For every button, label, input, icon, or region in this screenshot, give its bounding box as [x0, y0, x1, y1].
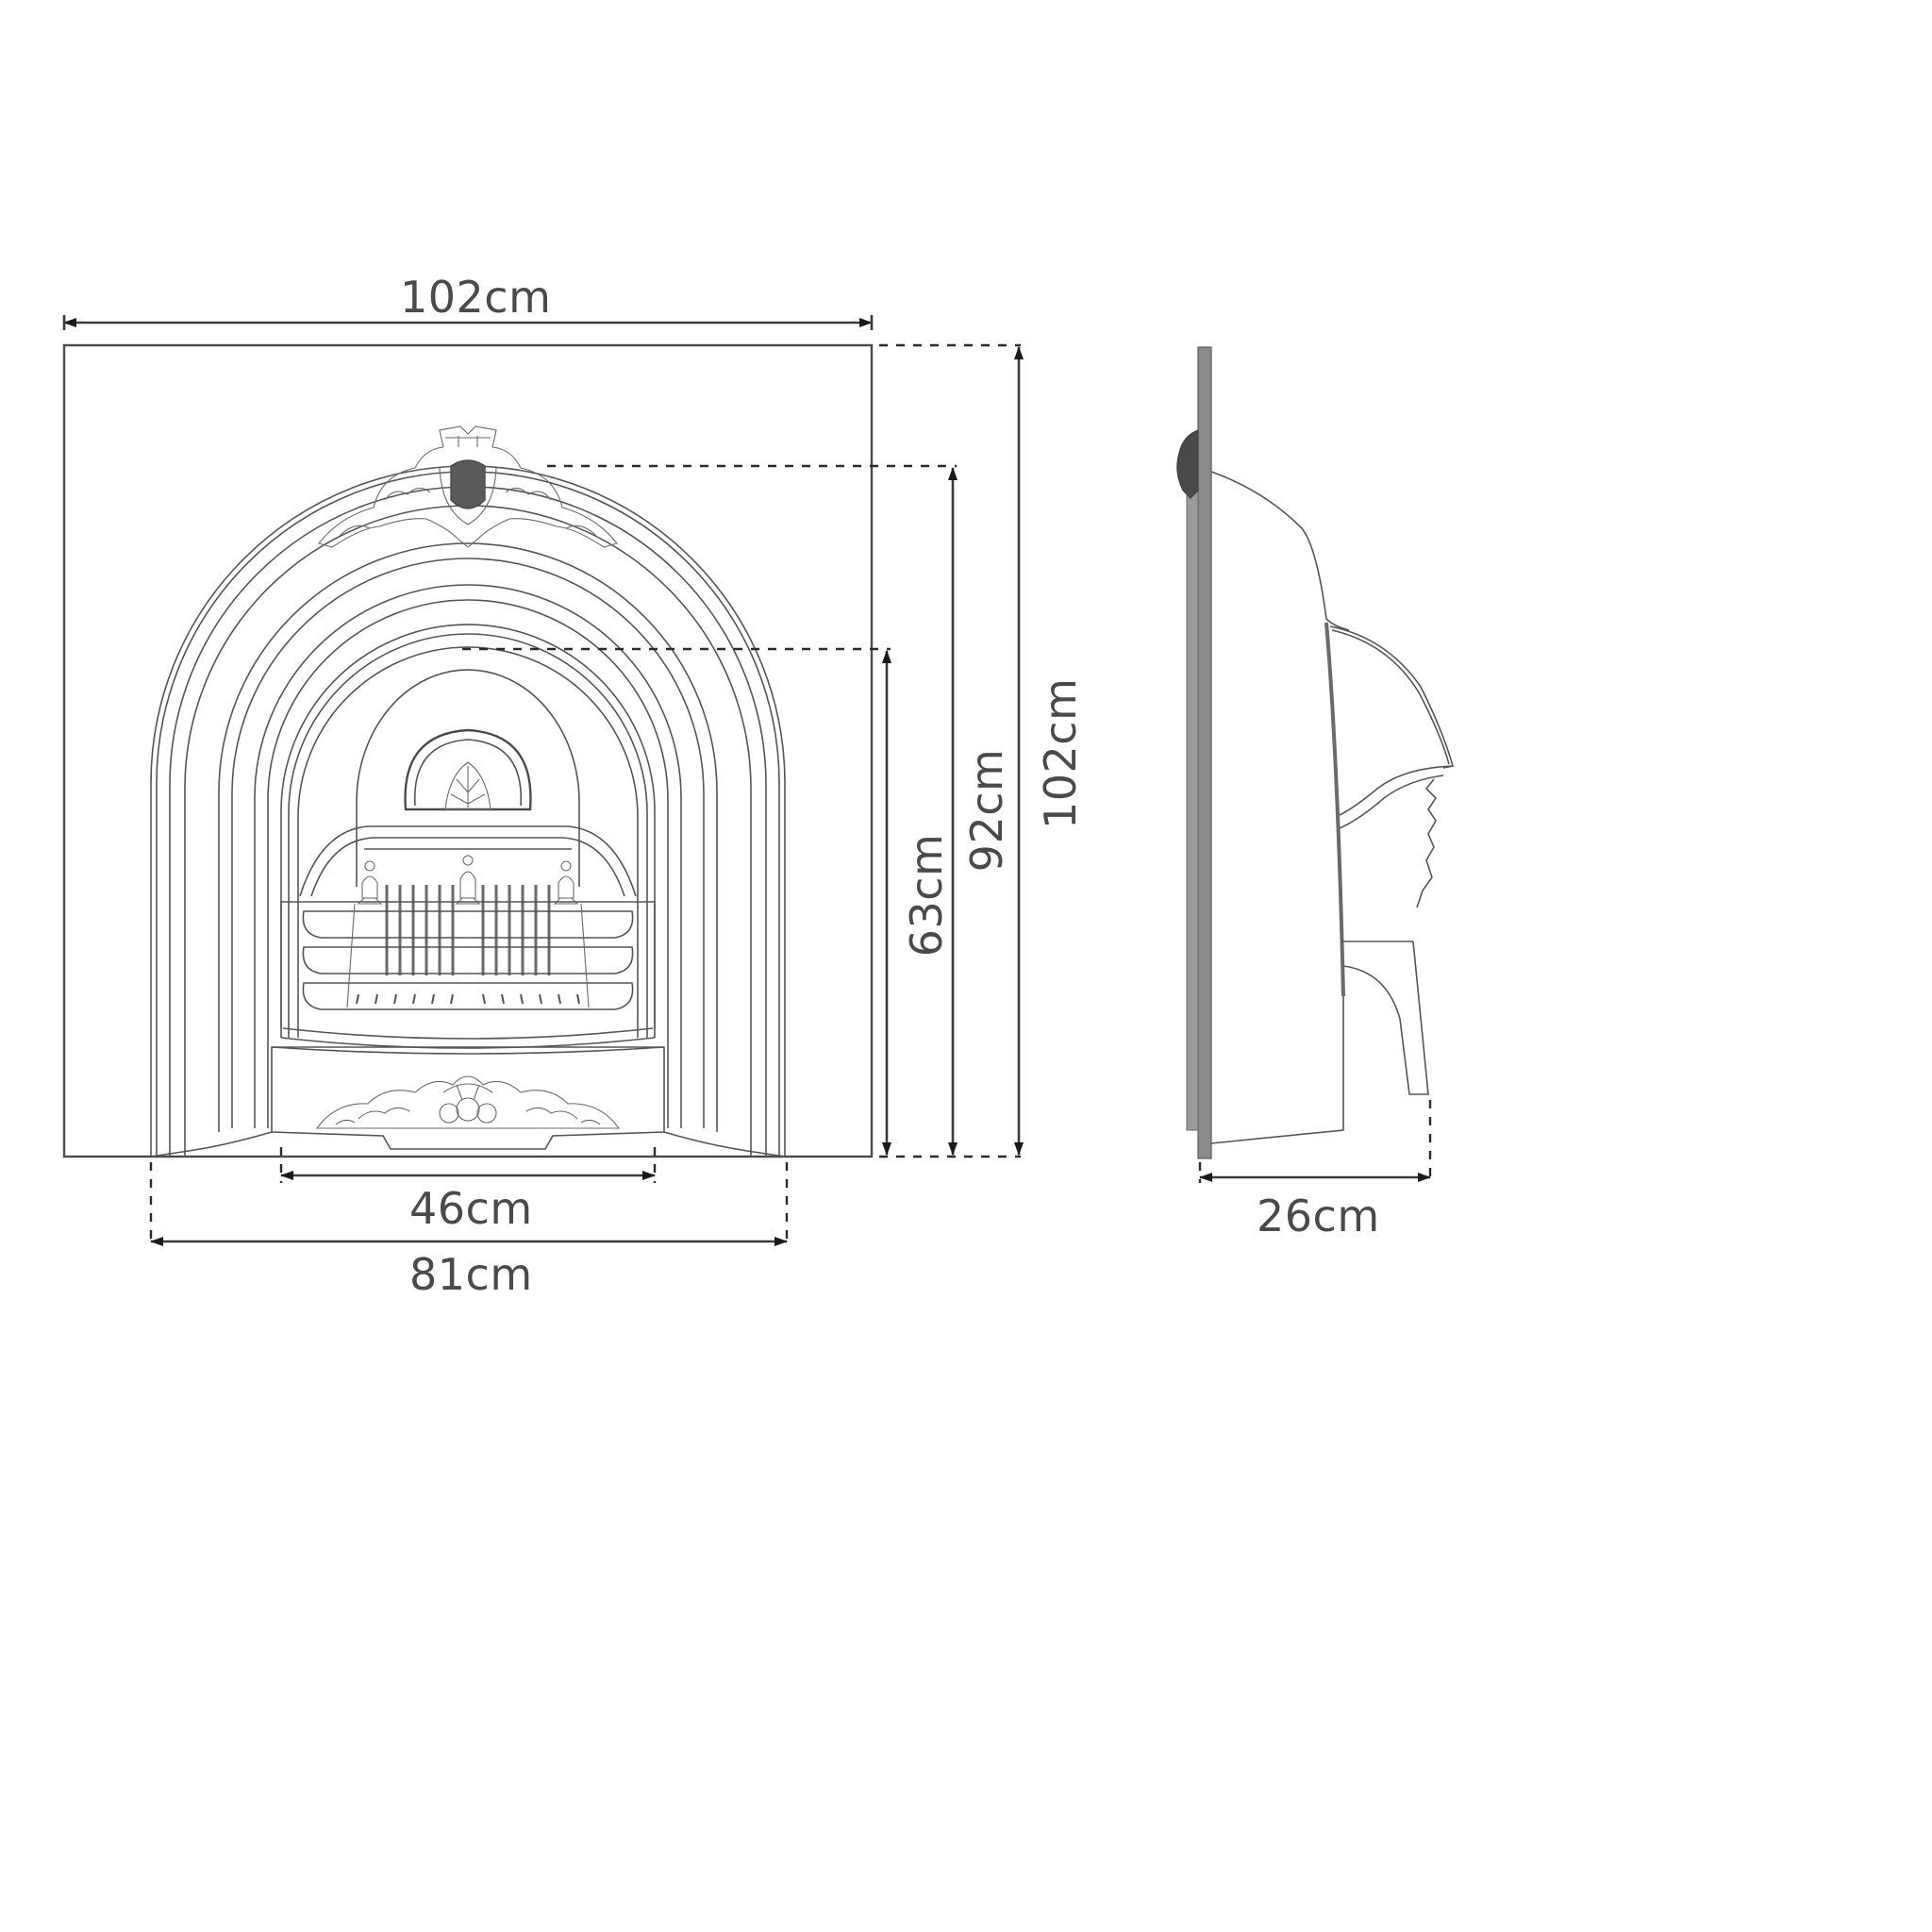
label-depth: 26cm: [1257, 1191, 1380, 1241]
outer-plate: [62, 343, 874, 1158]
front-view: [62, 343, 874, 1158]
fireplace-dimension-diagram: 102cm 46cm 81cm 26cm 63cm 92cm 102cm: [62, 272, 1455, 1300]
grate-rails: [280, 901, 656, 1028]
grate-bars: [385, 885, 551, 975]
side-body: [1210, 471, 1350, 631]
grate-teeth: [356, 993, 580, 1005]
crest-ornament: [318, 425, 618, 548]
side-plate: [1197, 346, 1212, 1159]
outer-arch: [150, 465, 786, 1157]
bottom-ornament: [315, 1075, 621, 1129]
label-arch-height: 92cm: [961, 748, 1012, 873]
label-opening-height: 63cm: [901, 833, 952, 958]
label-overall-width: 102cm: [400, 272, 552, 323]
grate-hood: [299, 825, 637, 897]
finials: [357, 855, 579, 905]
side-crest: [1176, 429, 1199, 499]
ashpan-front: [271, 1046, 665, 1150]
dimension-lines: [62, 315, 1432, 1247]
side-view: [1176, 346, 1455, 1159]
canopy-medallion: [404, 728, 532, 811]
label-overall-height: 102cm: [1035, 677, 1086, 829]
label-arch-outer-width: 81cm: [409, 1249, 533, 1300]
label-opening-width: 46cm: [409, 1183, 533, 1234]
fire-basket: [280, 855, 656, 1049]
drawing-canvas: [62, 315, 1455, 1247]
inner-arch: [280, 624, 656, 1038]
base-skirt: [150, 1131, 786, 1158]
